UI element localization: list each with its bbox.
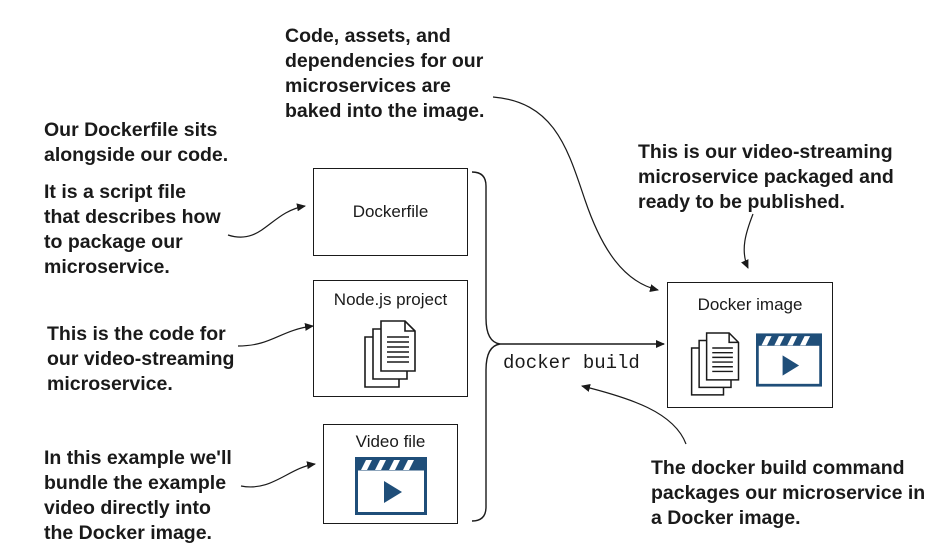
docker-build-command: docker build — [500, 352, 643, 374]
note-dockerfile-script: It is a script file that describes how t… — [44, 181, 221, 278]
video-file-icon — [756, 333, 822, 387]
input-brace — [471, 171, 501, 522]
note-baked-into-image: Code, assets, and dependencies for our m… — [285, 25, 485, 122]
note-code-for-service: This is the code for our video-streaming… — [47, 323, 235, 395]
note-packaged-service: This is our video-streaming microservice… — [638, 141, 894, 213]
document-stack-icon — [690, 332, 740, 396]
note-bundle-video: In this example we'll bundle the example… — [44, 447, 232, 544]
callout-dockerfile — [227, 203, 306, 238]
document-stack-icon — [364, 320, 416, 388]
note-dockerfile-location: Our Dockerfile sits alongside our code. — [44, 119, 229, 166]
nodejs-project-box: Node.js project — [313, 280, 468, 397]
video-file-icon — [355, 457, 427, 515]
docker-image-box: Docker image — [667, 282, 833, 408]
callout-node — [237, 322, 314, 347]
callout-build — [581, 384, 687, 445]
video-file-label: Video file — [355, 432, 426, 451]
nodejs-project-label: Node.js project — [333, 290, 448, 309]
docker-image-label: Docker image — [697, 295, 803, 314]
callout-packaged — [741, 213, 754, 269]
note-build-command: The docker build command packages our mi… — [651, 457, 926, 529]
callout-video — [240, 461, 316, 488]
dockerfile-label: Dockerfile — [352, 202, 429, 221]
callout-baked — [492, 96, 659, 293]
dockerfile-box: Dockerfile — [313, 168, 468, 256]
video-file-box: Video file — [323, 424, 458, 524]
